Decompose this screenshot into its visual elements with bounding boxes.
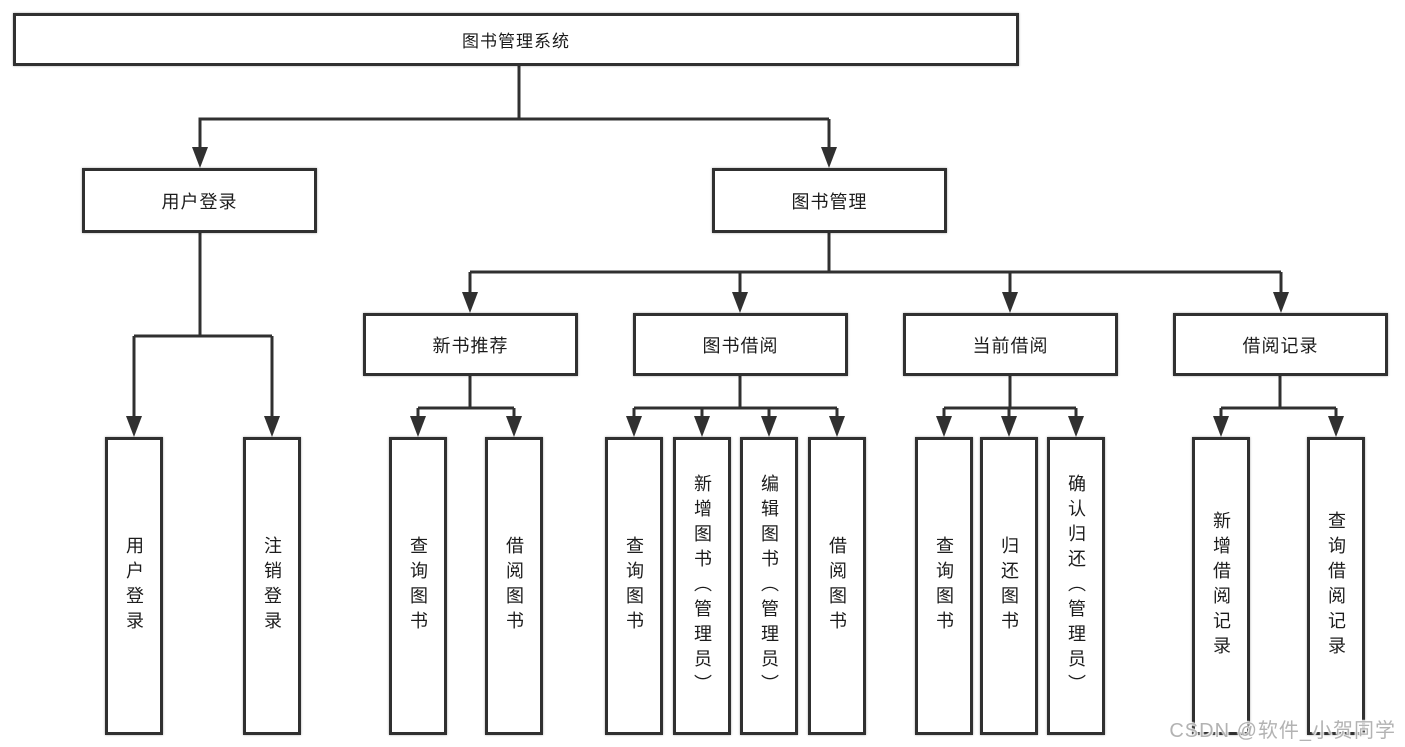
connector-mgmt-to-level3 bbox=[468, 233, 1283, 296]
node-leaf-query-books: 查询图书 bbox=[605, 437, 663, 735]
node-leaf-query-books: 查询图书 bbox=[915, 437, 973, 735]
node-leaf-user-login: 用户登录 bbox=[105, 437, 163, 735]
arrowhead bbox=[829, 416, 845, 437]
connector-recommend-to-leaves bbox=[416, 376, 516, 420]
node-book-borrowing: 图书借阅 bbox=[633, 313, 848, 376]
arrowhead bbox=[1068, 416, 1084, 437]
node-label: 注销登录 bbox=[262, 536, 282, 636]
connector-login-to-leaves bbox=[132, 233, 274, 420]
node-label: 图书借阅 bbox=[702, 335, 779, 356]
arrowhead bbox=[126, 416, 142, 437]
node-leaf-query-borrow-record: 查询借阅记录 bbox=[1307, 437, 1365, 735]
node-new-book-recommend: 新书推荐 bbox=[363, 313, 578, 376]
arrowhead bbox=[1273, 292, 1289, 313]
node-label: 借阅图书 bbox=[504, 536, 524, 636]
node-label: 新增借阅记录 bbox=[1211, 511, 1231, 661]
arrowhead bbox=[936, 416, 952, 437]
node-label: 用户登录 bbox=[161, 191, 238, 212]
node-label: 新增图书（管理员） bbox=[692, 473, 712, 699]
node-label: 借阅图书 bbox=[827, 536, 847, 636]
node-label: 查询图书 bbox=[934, 536, 954, 636]
node-borrowing-records: 借阅记录 bbox=[1173, 313, 1388, 376]
node-label: 查询借阅记录 bbox=[1326, 511, 1346, 661]
connector-records-to-leaves bbox=[1219, 376, 1338, 420]
arrowhead bbox=[1328, 416, 1344, 437]
node-label: 图书管理系统 bbox=[462, 32, 570, 51]
node-leaf-query-books: 查询图书 bbox=[389, 437, 447, 735]
node-leaf-logout: 注销登录 bbox=[243, 437, 301, 735]
node-label: 编辑图书（管理员） bbox=[759, 473, 779, 699]
node-label: 查询图书 bbox=[408, 536, 428, 636]
csdn-watermark: CSDN @软件_小贺同学 bbox=[1169, 720, 1396, 742]
arrowhead bbox=[761, 416, 777, 437]
node-label: 用户登录 bbox=[124, 536, 144, 636]
node-user-login: 用户登录 bbox=[82, 168, 317, 233]
arrowhead bbox=[506, 416, 522, 437]
arrowhead bbox=[462, 292, 478, 313]
arrowhead bbox=[1002, 292, 1018, 313]
connector-borrowing-to-leaves bbox=[632, 376, 839, 420]
node-current-borrowing: 当前借阅 bbox=[903, 313, 1118, 376]
node-leaf-edit-books-admin: 编辑图书（管理员） bbox=[740, 437, 798, 735]
arrowheads bbox=[126, 147, 1344, 437]
connector-current-to-leaves bbox=[942, 376, 1078, 420]
arrowhead bbox=[410, 416, 426, 437]
node-leaf-return-books: 归还图书 bbox=[980, 437, 1038, 735]
node-label: 当前借阅 bbox=[972, 335, 1049, 356]
node-leaf-confirm-return-admin: 确认归还（管理员） bbox=[1047, 437, 1105, 735]
arrowhead bbox=[192, 147, 208, 168]
node-leaf-add-books-admin: 新增图书（管理员） bbox=[673, 437, 731, 735]
node-label: 图书管理 bbox=[791, 191, 868, 212]
node-leaf-borrow-books: 借阅图书 bbox=[808, 437, 866, 735]
node-label: 借阅记录 bbox=[1242, 335, 1319, 356]
node-label: 查询图书 bbox=[624, 536, 644, 636]
arrowhead bbox=[732, 292, 748, 313]
arrowhead bbox=[1213, 416, 1229, 437]
arrowhead bbox=[694, 416, 710, 437]
node-leaf-add-borrow-record: 新增借阅记录 bbox=[1192, 437, 1250, 735]
connector-root-to-level2 bbox=[198, 66, 831, 150]
node-label: 归还图书 bbox=[999, 536, 1019, 636]
node-book-management-system: 图书管理系统 bbox=[13, 13, 1019, 66]
node-leaf-borrow-books: 借阅图书 bbox=[485, 437, 543, 735]
node-label: 新书推荐 bbox=[432, 335, 509, 356]
arrowhead bbox=[821, 147, 837, 168]
node-label: 确认归还（管理员） bbox=[1066, 473, 1086, 699]
node-book-management: 图书管理 bbox=[712, 168, 947, 233]
arrowhead bbox=[1001, 416, 1017, 437]
arrowhead bbox=[626, 416, 642, 437]
arrowhead bbox=[264, 416, 280, 437]
